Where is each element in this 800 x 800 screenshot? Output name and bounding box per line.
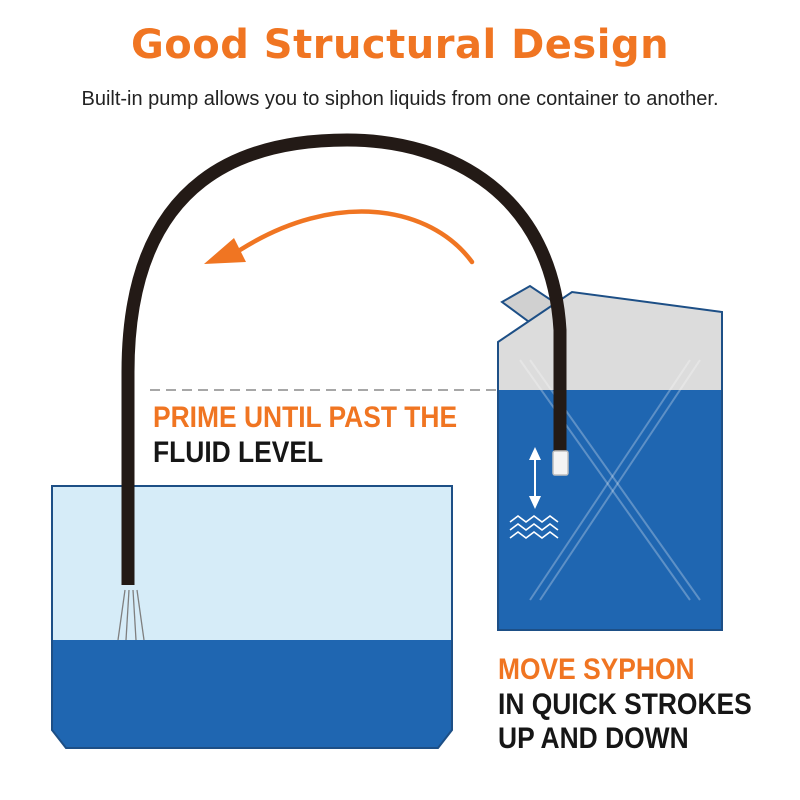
siphon-hose — [121, 133, 567, 585]
page-title: Good Structural Design — [130, 22, 670, 68]
jerrycan-liquid — [498, 390, 722, 630]
receiving-container-light-fill — [52, 486, 452, 640]
outflow-stream — [117, 589, 145, 641]
source-jerrycan — [497, 284, 723, 631]
receiving-container-liquid — [52, 640, 452, 748]
prime-label-line1: PRIME UNTIL PAST THE — [153, 401, 458, 434]
move-label-line2: IN QUICK STROKES — [498, 688, 752, 721]
up-down-arrow-icon — [529, 447, 541, 509]
pump-nozzle — [552, 450, 569, 476]
move-label-line3: UP AND DOWN — [498, 722, 689, 755]
prime-label-line2: FLUID LEVEL — [153, 436, 324, 469]
receiving-container-outline — [51, 485, 453, 749]
curved-arrow-left-icon — [204, 209, 475, 265]
wave-lines-icon — [509, 515, 559, 539]
receiving-container — [51, 485, 453, 749]
page-subtitle: Built-in pump allows you to siphon liqui… — [81, 88, 719, 110]
move-label-line1: MOVE SYPHON — [498, 653, 695, 686]
